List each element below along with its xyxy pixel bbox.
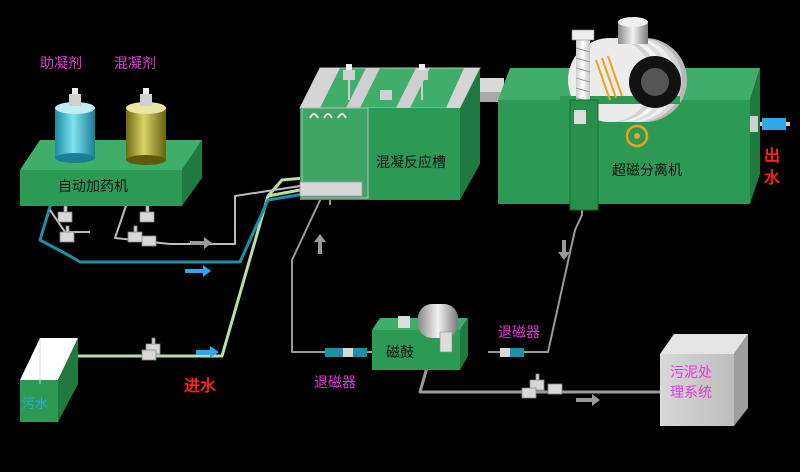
label-coagulant: 混凝剂 bbox=[114, 56, 156, 72]
mixer-1 bbox=[343, 64, 355, 100]
label-demagnetizer-right: 退磁器 bbox=[498, 325, 540, 341]
magnetic-discs bbox=[560, 38, 687, 122]
mixer-2 bbox=[416, 64, 428, 100]
flow-arrow-dosing bbox=[185, 265, 211, 277]
label-magnetic-drum: 磁鼓 bbox=[386, 345, 414, 361]
flow-arrow-return bbox=[314, 234, 326, 254]
label-separator: 超磁分离机 bbox=[612, 163, 682, 179]
dosing-pipe-teal bbox=[38, 192, 305, 264]
mixing-reaction-tank bbox=[299, 64, 481, 200]
label-outlet-2: 水 bbox=[764, 168, 781, 187]
mixer-3 bbox=[380, 90, 392, 100]
line-valves bbox=[141, 337, 563, 399]
flow-arrow-dosing-grey bbox=[190, 237, 212, 249]
coagulant-tank bbox=[126, 88, 166, 165]
magnetic-drum-unit bbox=[372, 304, 468, 370]
label-inlet: 进水 bbox=[184, 376, 217, 395]
flow-arrow-separator-down bbox=[558, 240, 570, 260]
flow-arrow-inlet bbox=[196, 346, 219, 358]
coagulant-aid-tank bbox=[55, 88, 95, 163]
flow-arrow-sludge bbox=[576, 394, 600, 406]
super-magnetic-separator bbox=[498, 17, 786, 211]
demagnetizer-right-device bbox=[500, 348, 524, 357]
flow-arrows bbox=[185, 234, 600, 406]
label-auto-dosing: 自动加药机 bbox=[58, 179, 128, 195]
sewage-tank bbox=[20, 338, 78, 422]
label-mixing-tank: 混凝反应槽 bbox=[376, 155, 446, 171]
label-coagulant-aid: 助凝剂 bbox=[40, 56, 82, 72]
separator-emblem bbox=[625, 124, 649, 148]
auto-dosing-machine bbox=[20, 88, 202, 206]
label-outlet-1: 出 bbox=[764, 146, 781, 165]
demagnetizer-left-device bbox=[325, 348, 367, 357]
label-sewage: 污水 bbox=[22, 397, 49, 412]
sludge-treatment-system bbox=[660, 334, 748, 426]
dosing-valves bbox=[57, 205, 157, 247]
label-demagnetizer-left: 退磁器 bbox=[314, 375, 356, 391]
scraper-blades bbox=[595, 55, 623, 101]
label-sludge-1: 污泥处 bbox=[670, 365, 712, 381]
label-sludge-2: 理系统 bbox=[670, 385, 712, 401]
